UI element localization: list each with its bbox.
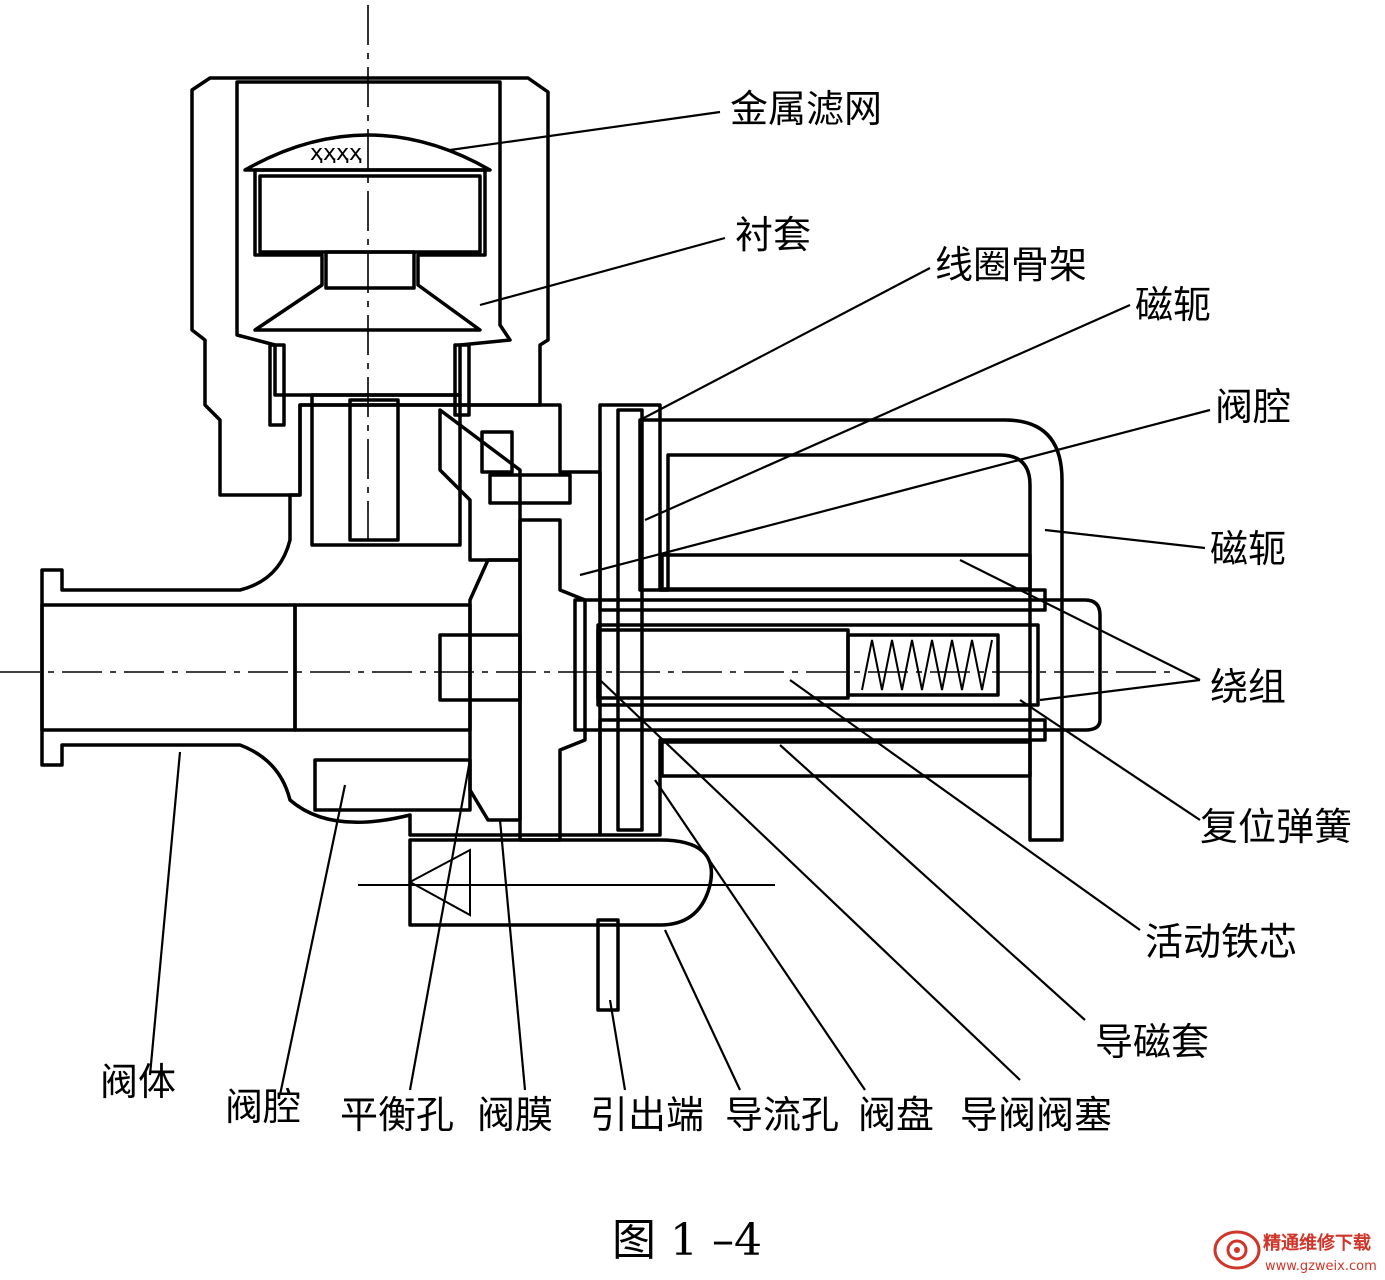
watermark-url: www.gzweix.com	[1265, 1259, 1377, 1274]
spring-pocket	[846, 633, 1000, 697]
pin-right	[453, 343, 471, 417]
metal-filter-dome	[243, 133, 492, 172]
label-diaphragm: 阀膜	[477, 1093, 553, 1137]
label-guide-hole: 导流孔	[725, 1093, 839, 1137]
leader-lines	[148, 110, 1211, 1096]
connector-wedge	[407, 848, 471, 917]
magnetic-yoke	[638, 418, 1064, 842]
inlet-bore	[40, 603, 297, 732]
lower-chamber	[313, 758, 472, 812]
filter-cavity	[235, 80, 512, 397]
label-balance-hole: 平衡孔	[340, 1093, 454, 1137]
small-square	[480, 430, 514, 474]
upper-cavity	[310, 393, 462, 547]
labels: 金属滤网 衬套 线圈骨架 磁轭 阀腔 磁轭 绕组 复位弹簧 活动铁芯 导磁套 阀…	[100, 87, 1352, 1137]
pin-left	[268, 343, 286, 427]
diaphragm	[468, 558, 522, 822]
watermark-eye-icon	[1213, 1230, 1261, 1270]
liner-bushing	[253, 168, 487, 332]
flange-plate	[488, 473, 572, 505]
label-valve-chamber-right: 阀腔	[1215, 385, 1291, 429]
winding-bottom	[660, 740, 1032, 778]
valve-drawing: ҳҳҳҳ	[0, 5, 1170, 1012]
filter-marks: ҳҳҳҳ	[310, 141, 362, 166]
winding-top	[660, 553, 1032, 591]
label-metal-filter: 金属滤网	[730, 87, 882, 131]
label-lead-terminal: 引出端	[590, 1093, 704, 1137]
liner-inner	[258, 174, 482, 254]
label-coil-frame: 线圈骨架	[935, 243, 1087, 287]
disc-center	[438, 633, 522, 702]
figure-caption: 图 1 –4	[612, 1215, 762, 1266]
core-bore	[596, 623, 1040, 707]
label-magnetic-sleeve: 导磁套	[1095, 1020, 1209, 1064]
coil-frame-lower	[598, 718, 1047, 837]
label-valve-chamber-bottom: 阀腔	[225, 1085, 301, 1129]
label-yoke-right: 磁轭	[1210, 527, 1286, 571]
label-valve-disc: 阀盘	[858, 1093, 934, 1137]
liner-neck	[324, 250, 416, 290]
valve-body-shell	[40, 403, 602, 837]
moving-core	[596, 628, 850, 700]
label-pilot-plug: 导阀阀塞	[960, 1093, 1112, 1137]
yoke-inner-bar	[616, 408, 644, 832]
label-winding: 绕组	[1210, 665, 1286, 709]
label-liner: 衬套	[735, 213, 811, 257]
magnetic-sleeve	[573, 598, 1102, 732]
connector-block	[408, 838, 714, 927]
lead-terminal-pin	[596, 918, 620, 1012]
label-valve-body: 阀体	[100, 1060, 176, 1104]
label-yoke-top: 磁轭	[1135, 283, 1211, 327]
diaphragm-insert	[438, 408, 522, 562]
coil-frame	[598, 403, 1047, 612]
watermark: 精通维修下载 www.gzweix.com	[1213, 1230, 1377, 1274]
return-spring-coil	[861, 639, 993, 691]
central-stem	[348, 398, 400, 542]
label-return-spring: 复位弹簧	[1200, 805, 1352, 849]
label-moving-core: 活动铁芯	[1145, 920, 1297, 964]
watermark-name: 精通维修下载	[1263, 1232, 1371, 1254]
central-cavity	[293, 603, 472, 732]
